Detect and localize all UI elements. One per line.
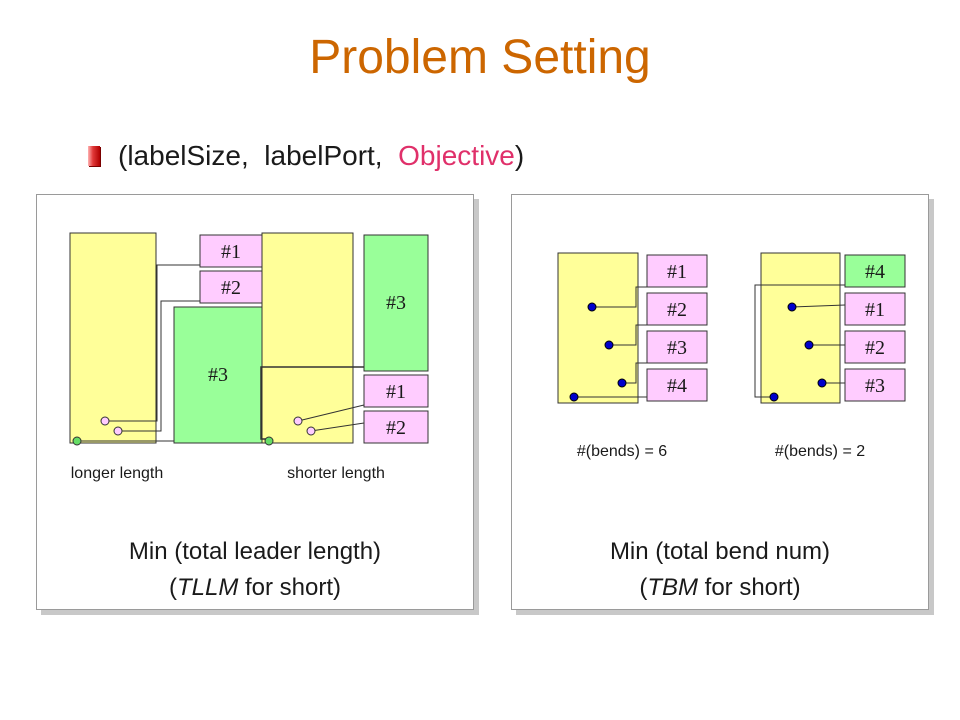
leader-1: [105, 264, 200, 422]
map-area: [557, 252, 639, 404]
label-box-2: [844, 330, 906, 364]
label-box-1: [844, 292, 906, 326]
label-box-2: [199, 270, 263, 304]
label-box-3: [646, 330, 708, 364]
site-2: [306, 426, 316, 436]
site-1: [787, 302, 797, 312]
label-text-3: #3: [667, 337, 687, 359]
site-3: [72, 436, 82, 446]
label-box-3: [844, 368, 906, 402]
label-box-1: [363, 374, 429, 408]
site-4: [769, 392, 779, 402]
tbm-panel: #1 #2 #3 #4 #(bends) = 6 #4 #1 #2: [511, 194, 929, 610]
site-1: [587, 302, 597, 312]
leader-4: [754, 284, 845, 398]
tllm-panel: #1 #2 #3 longer length #3 #1 #2: [36, 194, 474, 610]
site-2: [604, 340, 614, 350]
tllm-objective-line2: (TLLM for short): [168, 574, 342, 601]
leader-1: [592, 286, 647, 308]
param-objective: Objective: [398, 140, 515, 171]
bullet-parameters: (labelSize, labelPort, Objective ): [88, 136, 524, 176]
label-text-1: #1: [386, 381, 406, 403]
label-text-1: #1: [865, 299, 885, 321]
caption-shorter: shorter length: [287, 465, 385, 482]
label-box-4: [844, 254, 906, 288]
leader-2: [609, 324, 647, 346]
site-4: [569, 392, 579, 402]
param-close-paren: ): [514, 140, 525, 171]
tllm-objective-line1: Min (total leader length): [128, 538, 382, 565]
caption-six-bends: #(bends) = 6: [577, 443, 667, 460]
tllm-abbr: TLLM: [176, 574, 239, 601]
tllm-diagrams: #1 #2 #3 longer length #3 #1 #2: [69, 232, 429, 482]
site-2: [113, 426, 123, 436]
tbm-abbr: TBM: [647, 574, 698, 601]
map-area: [261, 232, 354, 444]
label-text-3: #3: [386, 292, 406, 314]
label-text-4: #4: [667, 375, 687, 397]
site-2: [804, 340, 814, 350]
leader-3: [622, 362, 647, 384]
caption-two-bends: #(bends) = 2: [775, 443, 865, 460]
label-box-3: [363, 234, 429, 372]
label-text-2: #2: [667, 299, 687, 321]
tbm-diagrams: #1 #2 #3 #4 #(bends) = 6 #4 #1 #2: [557, 252, 906, 460]
label-text-2: #2: [221, 277, 241, 299]
param-label-port: labelPort,: [264, 140, 383, 171]
label-text-2: #2: [865, 337, 885, 359]
map-area: [760, 252, 841, 404]
label-box-1: [646, 254, 708, 288]
site-1: [100, 416, 110, 426]
label-text-3: #3: [865, 375, 885, 397]
label-box-2: [363, 410, 429, 444]
tbm-objective-line2: (TBM for short): [639, 574, 801, 601]
tllm-diagram-longer: #1 #2 #3 longer length: [69, 232, 263, 482]
site-3: [617, 378, 627, 388]
bullet-icon: [88, 146, 100, 166]
label-text-2: #2: [386, 417, 406, 439]
label-box-1: [199, 234, 263, 268]
tbm-diagram-two-bends: #4 #1 #2 #3 #(bends) = 2: [754, 252, 906, 460]
label-box-3: [173, 306, 263, 444]
tbm-objective-line1: Min (total bend num): [609, 538, 831, 565]
leader-2: [310, 422, 365, 432]
label-box-2: [646, 292, 708, 326]
label-text-1: #1: [667, 261, 687, 283]
label-text-4: #4: [865, 261, 885, 283]
caption-longer: longer length: [71, 465, 164, 482]
leader-1: [297, 404, 365, 422]
tllm-diagram-shorter: #3 #1 #2 shorter length: [260, 232, 429, 482]
site-3: [817, 378, 827, 388]
leader-2: [118, 300, 200, 432]
map-area: [69, 232, 157, 444]
label-box-4: [646, 368, 708, 402]
tbm-diagram-six-bends: #1 #2 #3 #4 #(bends) = 6: [557, 252, 708, 460]
leader-1: [791, 304, 846, 308]
label-text-3: #3: [208, 364, 228, 386]
slide-title: Problem Setting: [309, 31, 651, 84]
param-label-size: (labelSize,: [118, 140, 249, 171]
label-text-1: #1: [221, 241, 241, 263]
site-1: [293, 416, 303, 426]
site-3: [264, 436, 274, 446]
